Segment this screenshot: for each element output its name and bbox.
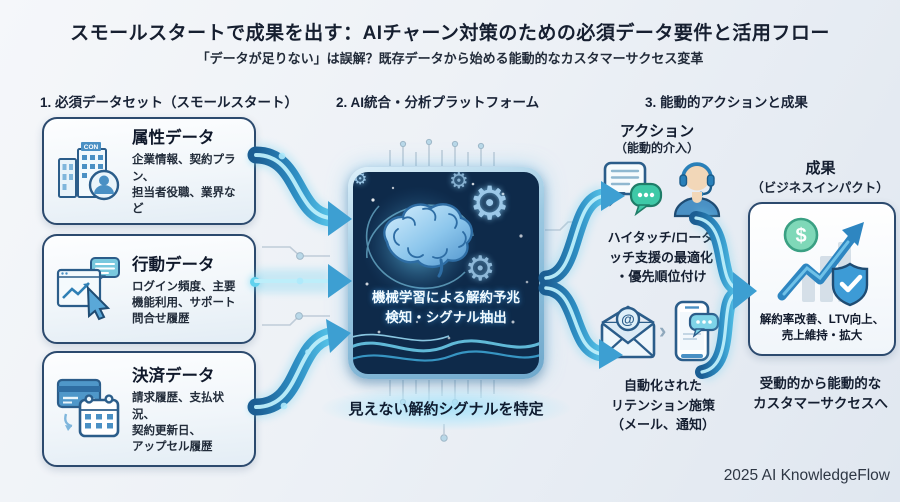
page-title: スモールスタートで成果を出す：AIチャーン対策のための必須データ要件と活用フロー <box>70 23 830 44</box>
brain-gears-illustration <box>353 182 539 362</box>
gear-icon-small: ⚙ <box>449 172 469 193</box>
building-sign-text: CON <box>84 144 99 151</box>
section-1-header: 1. 必須データセット（スモールスタート） <box>40 95 299 110</box>
ai-platform-box: ⚙ ⚙ ⚙ ⚙ 機械学習による解約予兆 検知・シグナル抽出 <box>348 167 544 379</box>
chat-bubbles-icon <box>603 160 665 218</box>
automated-text: 自動化された リテンション施策 （メール、通知） <box>610 378 715 432</box>
connector-node-1 <box>250 153 260 163</box>
behavior-desc-line1: ログイン頻度、主要 <box>132 280 236 293</box>
attribute-data-card: CON 属性データ 企業情報、契約プラン、 担当者役職、業界など <box>42 117 256 225</box>
behavior-data-title: 行動データ <box>132 255 215 274</box>
results-title: 成果 <box>805 160 836 177</box>
input-arrows <box>247 143 352 419</box>
high-touch-text: ハイタッチ/ロータ ッチ支援の最適化 ・優先順位付け <box>607 230 715 284</box>
dollar-glyph: $ <box>795 225 806 247</box>
results-box-text: 解約率改善、LTV向上、 売上維持・拡大 <box>759 313 885 343</box>
connector-node-3 <box>250 403 260 413</box>
page-subtitle: 「データが足りない」は誤解？既存データから始める能動的なカスタマーサクセス変革 <box>196 51 704 66</box>
payment-desc-line1: 請求履歴、支払状況、 <box>132 392 224 421</box>
email-icon: @ <box>598 305 658 359</box>
gear-icon-lower: ⚙ <box>465 250 496 288</box>
browser-cursor-chat-icon <box>52 256 128 322</box>
behavior-data-card: 行動データ ログイン頻度、主要 機能利用、サポート 問合せ履歴 <box>42 234 256 344</box>
behavior-desc-line3: 問合せ履歴 <box>132 313 190 326</box>
creditcard-calendar-icon <box>52 374 128 444</box>
at-glyph: @ <box>621 311 635 327</box>
payment-data-title: 決済データ <box>132 367 215 386</box>
action-title: アクション <box>619 123 695 140</box>
action-subtitle: （能動的介入） <box>614 141 699 155</box>
payment-desc-line2: 契約更新日、 <box>132 425 201 437</box>
attribute-desc-line2: 担当者役職、業界など <box>132 187 236 216</box>
growth-chart-icon: $ <box>777 217 869 307</box>
results-subtitle: （ビジネスインパクト） <box>751 181 889 195</box>
chevron-icon: › <box>659 318 667 343</box>
gear-icon: ⚙ <box>469 177 511 229</box>
signal-badge: 見えない解約シグナルを特定 <box>348 401 544 418</box>
payment-data-card: 決済データ 請求履歴、支払状況、 契約更新日、 アップセル履歴 <box>42 351 256 467</box>
behavior-desc-line2: 機能利用、サポート <box>132 296 236 309</box>
payment-desc-line3: アップセル履歴 <box>132 441 213 454</box>
connector-node-2 <box>250 277 260 287</box>
results-footer-text: 受動的から能動的な カスタマーサクセスへ <box>753 376 888 412</box>
attribute-data-title: 属性データ <box>132 129 215 148</box>
platform-label: 機械学習による解約予兆 検知・シグナル抽出 <box>371 290 521 326</box>
building-person-icon: CON <box>52 139 128 203</box>
support-agent-icon <box>668 158 726 218</box>
section-3-header: 3. 能動的アクションと成果 <box>645 95 808 110</box>
section-2-header: 2. AI統合・分析プラットフォーム <box>336 95 540 110</box>
gear-icon-medium: ⚙ <box>353 172 368 188</box>
attribute-desc-line1: 企業情報、契約プラン、 <box>132 154 236 183</box>
results-card: $ 解約率改善、LTV向上、 売上維持・拡大 <box>748 202 896 356</box>
credit-text: 2025 AI KnowledgeFlow <box>723 467 890 484</box>
smartphone-notification-icon <box>672 298 720 364</box>
